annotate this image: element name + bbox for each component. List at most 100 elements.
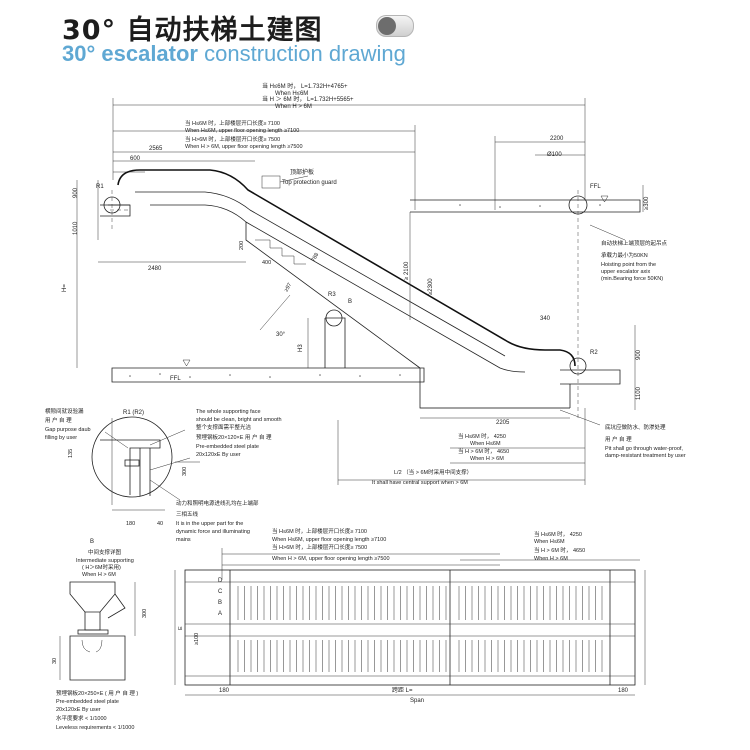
span-cn: 跨距 L= bbox=[392, 686, 413, 694]
page-title: 30° 自动扶梯土建图 bbox=[62, 15, 323, 46]
hoist-en-3: (min.Bearing force 50KN) bbox=[601, 276, 663, 282]
level-1: 水平度要求 < 1/1000 bbox=[56, 714, 107, 722]
guard-en: Top protection guard bbox=[282, 180, 337, 186]
face-5: Pre-embedded steel plate bbox=[196, 444, 259, 450]
detail-r1-r2: R1 (R2) 横隙间就设验漏 用 户 自 理 Gap purpose daub… bbox=[45, 407, 282, 543]
dim-2480: 2480 bbox=[148, 266, 162, 272]
intermediate-support-detail: B 中间支撑详图 Intermediate supporting ( H＞6M时… bbox=[52, 539, 148, 731]
dim-2565: 2565 bbox=[149, 146, 163, 152]
plan-4250-2: When H≤6M bbox=[534, 539, 565, 545]
gap-3: Gap purpose daub bbox=[45, 427, 91, 433]
dim-600: 600 bbox=[130, 156, 141, 162]
label-r1-r2: R1 (R2) bbox=[123, 410, 144, 416]
pit-cn-1: 底坑应做防水、防渗处理 bbox=[605, 423, 666, 431]
pit-4650-2: When H > 6M bbox=[470, 456, 504, 462]
dim-788: 788 bbox=[311, 252, 321, 263]
opening-note-2: When H≤6M, upper floor opening length ≥7… bbox=[185, 128, 299, 134]
dim-900b: 900 bbox=[636, 349, 642, 360]
guard-cn: 顶部护板 bbox=[290, 168, 314, 176]
dim-2205: 2205 bbox=[496, 420, 510, 426]
mains-1: 动力和照明电源进线孔均在上端部 bbox=[176, 499, 259, 507]
dim-40: 40 bbox=[157, 521, 163, 527]
hoist-cn-1: 自动扶梯上端顶层的起吊点 bbox=[601, 239, 668, 247]
label-ffl-bottom: FFL bbox=[170, 376, 181, 382]
dim-400: 400 bbox=[262, 260, 271, 266]
mains-4: dynamic force and illuminating bbox=[176, 529, 250, 535]
opening-note-4: When H > 6M, upper floor opening length … bbox=[185, 144, 303, 150]
row-a: A bbox=[218, 611, 222, 617]
plan-dim-100: ≥100 bbox=[194, 633, 200, 645]
gap-4: filling by user bbox=[45, 435, 77, 441]
toggle-switch[interactable] bbox=[376, 15, 414, 37]
label-h: H= bbox=[62, 284, 68, 292]
plan-4650-2: When H > 6M bbox=[534, 556, 568, 562]
span-en: Span bbox=[410, 698, 424, 704]
face-1: The whole supporting face bbox=[196, 409, 261, 415]
plan-opening-1: 当 H≤6M 时，上部楼层开口长度≥ 7100 bbox=[272, 527, 367, 535]
pit-en-1: Pit shall go through water-proof, bbox=[605, 446, 683, 452]
dim-900a: 900 bbox=[73, 187, 79, 198]
pit-cn-2: 用 户 自 理 bbox=[605, 435, 632, 443]
row-c: C bbox=[218, 589, 223, 595]
formula-l4: When H > 6M bbox=[275, 104, 312, 110]
dim-340: 340 bbox=[540, 316, 551, 322]
gap-2: 用 户 自 理 bbox=[45, 416, 72, 424]
plan-dim-180-right: 180 bbox=[618, 688, 629, 694]
dim-180-detail: 180 bbox=[126, 521, 135, 527]
dim-135: 135 bbox=[68, 449, 74, 458]
dim-300-inter: 300 bbox=[142, 609, 148, 618]
dim-1100: 1100 bbox=[636, 386, 642, 400]
face-4: 预埋钢板20×120×E 用 户 自 理 bbox=[196, 433, 272, 441]
inter-2: Intermediate supporting bbox=[76, 558, 134, 564]
formula-l1: 当 H≤6M 时， L=1.732H+4765+ bbox=[262, 82, 348, 90]
pit-4650-1: 当 H > 6M 时， 4650 bbox=[458, 447, 509, 455]
face-2: should be clean, bright and smooth bbox=[196, 417, 282, 423]
subtitle-rest: construction drawing bbox=[198, 41, 406, 66]
support-note-1: L/2 （当 > 6M时采用中间支撑） bbox=[394, 468, 472, 476]
label-r3: R3 bbox=[328, 292, 336, 298]
label-r2: R2 bbox=[590, 350, 598, 356]
face-6: 20x120xE By user bbox=[196, 452, 241, 458]
gap-1: 横隙间就设验漏 bbox=[45, 407, 84, 415]
plan-dim-180-left: 180 bbox=[219, 688, 230, 694]
plan-dim-e: E bbox=[178, 626, 184, 630]
formula-l2: When H≤6M bbox=[275, 91, 308, 97]
dim-2200: 2200 bbox=[550, 136, 564, 142]
plate-3: 20x120xE By user bbox=[56, 707, 101, 713]
label-r1: R1 bbox=[96, 184, 104, 190]
dim-2100: ≥ 2100 bbox=[404, 261, 410, 280]
formula-l3: 当 H ＞ 6M 时， L=1.732H+5565+ bbox=[262, 95, 354, 103]
label-bb: B bbox=[90, 539, 94, 545]
dim-100: Ø100 bbox=[547, 152, 562, 158]
inter-4: When H > 6M bbox=[82, 572, 116, 578]
mains-3: It is in the upper part for the bbox=[176, 521, 243, 527]
plan-opening-2: When H≤6M, upper floor opening length ≥7… bbox=[272, 537, 386, 543]
dim-2300: ≥2300 bbox=[428, 278, 434, 295]
plan-4650-1: 当 H > 6M 时， 4650 bbox=[534, 546, 585, 554]
plan-4250-1: 当 H≤6M 时， 4250 bbox=[534, 530, 582, 538]
angle-30: 30° bbox=[276, 332, 286, 338]
mains-5: mains bbox=[176, 537, 191, 543]
page-subtitle: 30° escalator construction drawing bbox=[62, 41, 406, 67]
opening-note-1: 当 H≤6M 时，上部楼层开口长度≥ 7100 bbox=[185, 119, 280, 127]
pit-4250-1: 当 H≤6M 时， 4250 bbox=[458, 432, 506, 440]
hoist-en-1: Hoisting point from the bbox=[601, 262, 656, 268]
row-b: B bbox=[218, 600, 222, 606]
plate-2: Pre-embedded steel plate bbox=[56, 699, 119, 705]
dim-1010: 1010 bbox=[73, 221, 79, 235]
subtitle-bold: 30° escalator bbox=[62, 41, 198, 66]
dim-300-detail: 300 bbox=[182, 467, 188, 476]
hoist-en-2: upper escalator axix bbox=[601, 269, 650, 275]
opening-note-3: 当 H>6M 时，上部楼层开口长度≥ 7500 bbox=[185, 135, 280, 143]
hoist-cn-2: 承载力最小为50KN bbox=[601, 251, 648, 259]
mains-2: 三相五线 bbox=[176, 510, 199, 518]
inter-3: ( H＞6M时采用) bbox=[82, 563, 121, 571]
side-elevation: 当 H≤6M 时， L=1.732H+4765+ When H≤6M 当 H ＞… bbox=[62, 82, 686, 486]
label-b: B bbox=[348, 299, 352, 305]
plan-opening-4: When H > 6M, upper floor opening length … bbox=[272, 556, 390, 562]
dim-30-inter: 30 bbox=[52, 658, 58, 664]
support-note-2: It shall have central support when > 6M bbox=[372, 480, 468, 486]
dim-300: ≥300 bbox=[644, 196, 650, 210]
